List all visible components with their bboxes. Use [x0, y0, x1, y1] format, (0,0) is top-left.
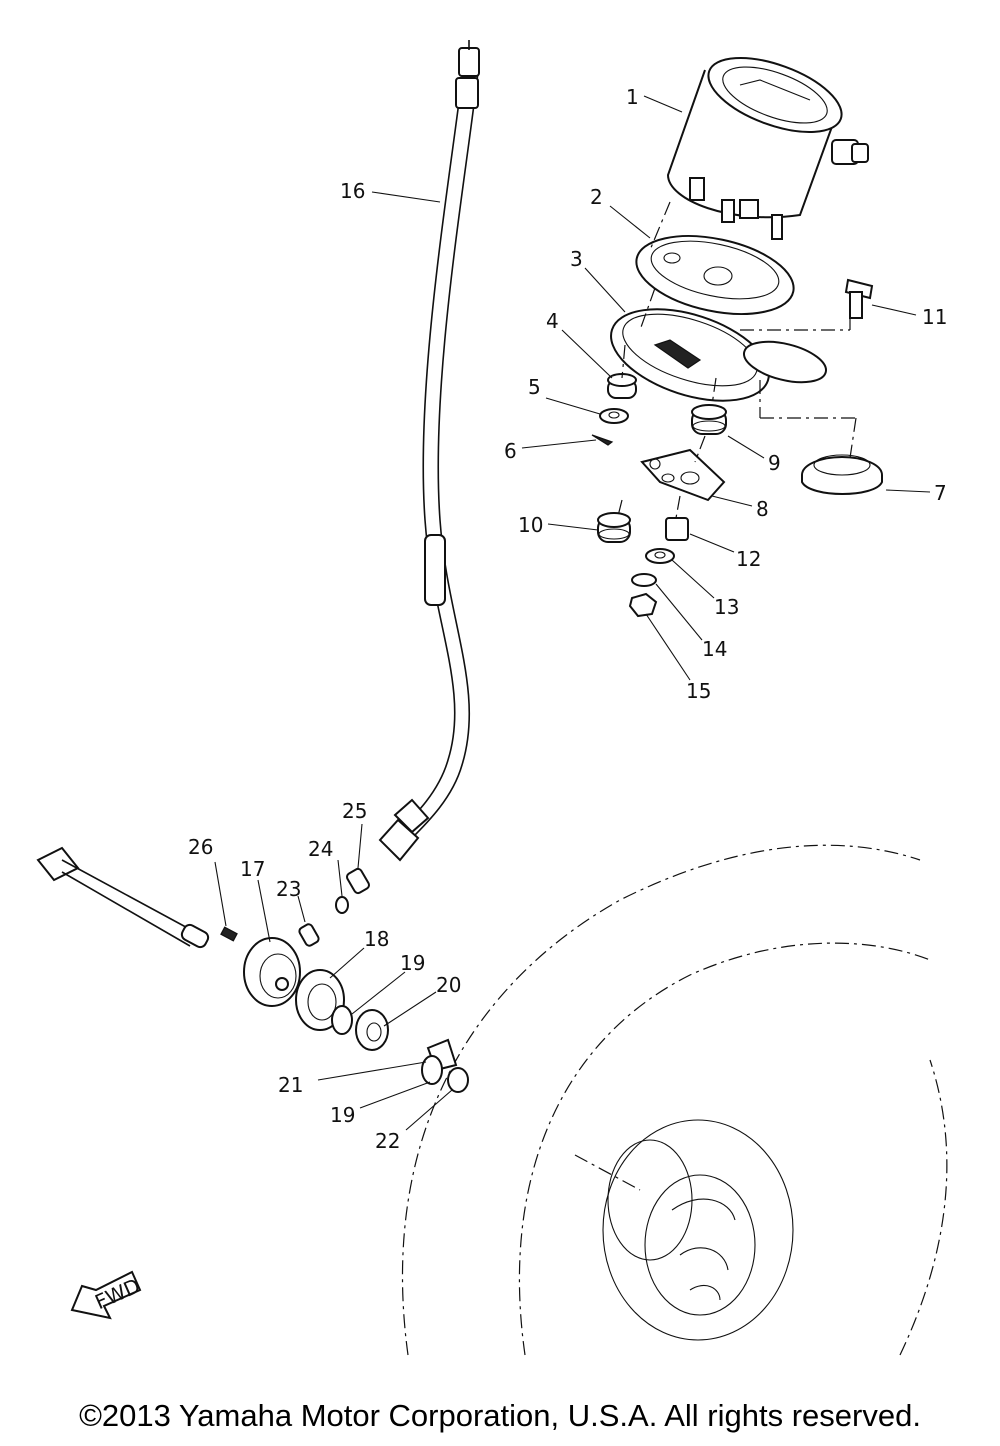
callout-13: 13: [714, 595, 739, 619]
callout-6: 6: [504, 439, 517, 463]
parts-10-12-15: [597, 512, 689, 618]
callout-20: 20: [436, 973, 461, 997]
callout-9: 9: [768, 451, 781, 475]
callout-15: 15: [686, 679, 711, 703]
part-9-grommet: [691, 404, 727, 435]
exploded-parts-diagram: FWD 1 2 3 4 5 6 7 8 9 10 11 12 13 14 15 …: [36, 40, 948, 1356]
forward-direction-arrow: FWD: [70, 1270, 144, 1320]
part-3-housing: [610, 308, 827, 402]
callout-23: 23: [276, 877, 301, 901]
parts-4-5-6: [591, 373, 637, 446]
callout-21: 21: [278, 1073, 303, 1097]
callout-numbers: 1 2 3 4 5 6 7 8 9 10 11 12 13 14 15 16 1…: [188, 85, 947, 1153]
callout-1: 1: [626, 85, 639, 109]
callout-16: 16: [340, 179, 365, 203]
speedometer: [666, 57, 869, 240]
callout-2: 2: [590, 185, 603, 209]
copyright-notice: ©2013 Yamaha Motor Corporation, U.S.A. A…: [79, 1398, 921, 1433]
callout-24: 24: [308, 837, 333, 861]
part-2-cover: [635, 235, 795, 315]
callout-12: 12: [736, 547, 761, 571]
callout-5: 5: [528, 375, 541, 399]
front-wheel: [401, 844, 948, 1356]
leader-lines: [214, 95, 931, 1131]
callout-10: 10: [518, 513, 543, 537]
callout-26: 26: [188, 835, 213, 859]
callout-19a: 19: [400, 951, 425, 975]
callout-19b: 19: [330, 1103, 355, 1127]
callout-4: 4: [546, 309, 559, 333]
speedometer-cable: [378, 40, 480, 862]
callout-18: 18: [364, 927, 389, 951]
callout-7: 7: [934, 481, 947, 505]
part-11-bolt: [844, 278, 874, 319]
part-7-grommet: [801, 454, 883, 495]
callout-17: 17: [240, 857, 265, 881]
axle-gear-assembly: [36, 846, 469, 1093]
callout-22: 22: [375, 1129, 400, 1153]
callout-3: 3: [570, 247, 583, 271]
callout-14: 14: [702, 637, 727, 661]
callout-8: 8: [756, 497, 769, 521]
callout-25: 25: [342, 799, 367, 823]
part-8-bracket: [640, 448, 726, 502]
callout-11: 11: [922, 305, 947, 329]
